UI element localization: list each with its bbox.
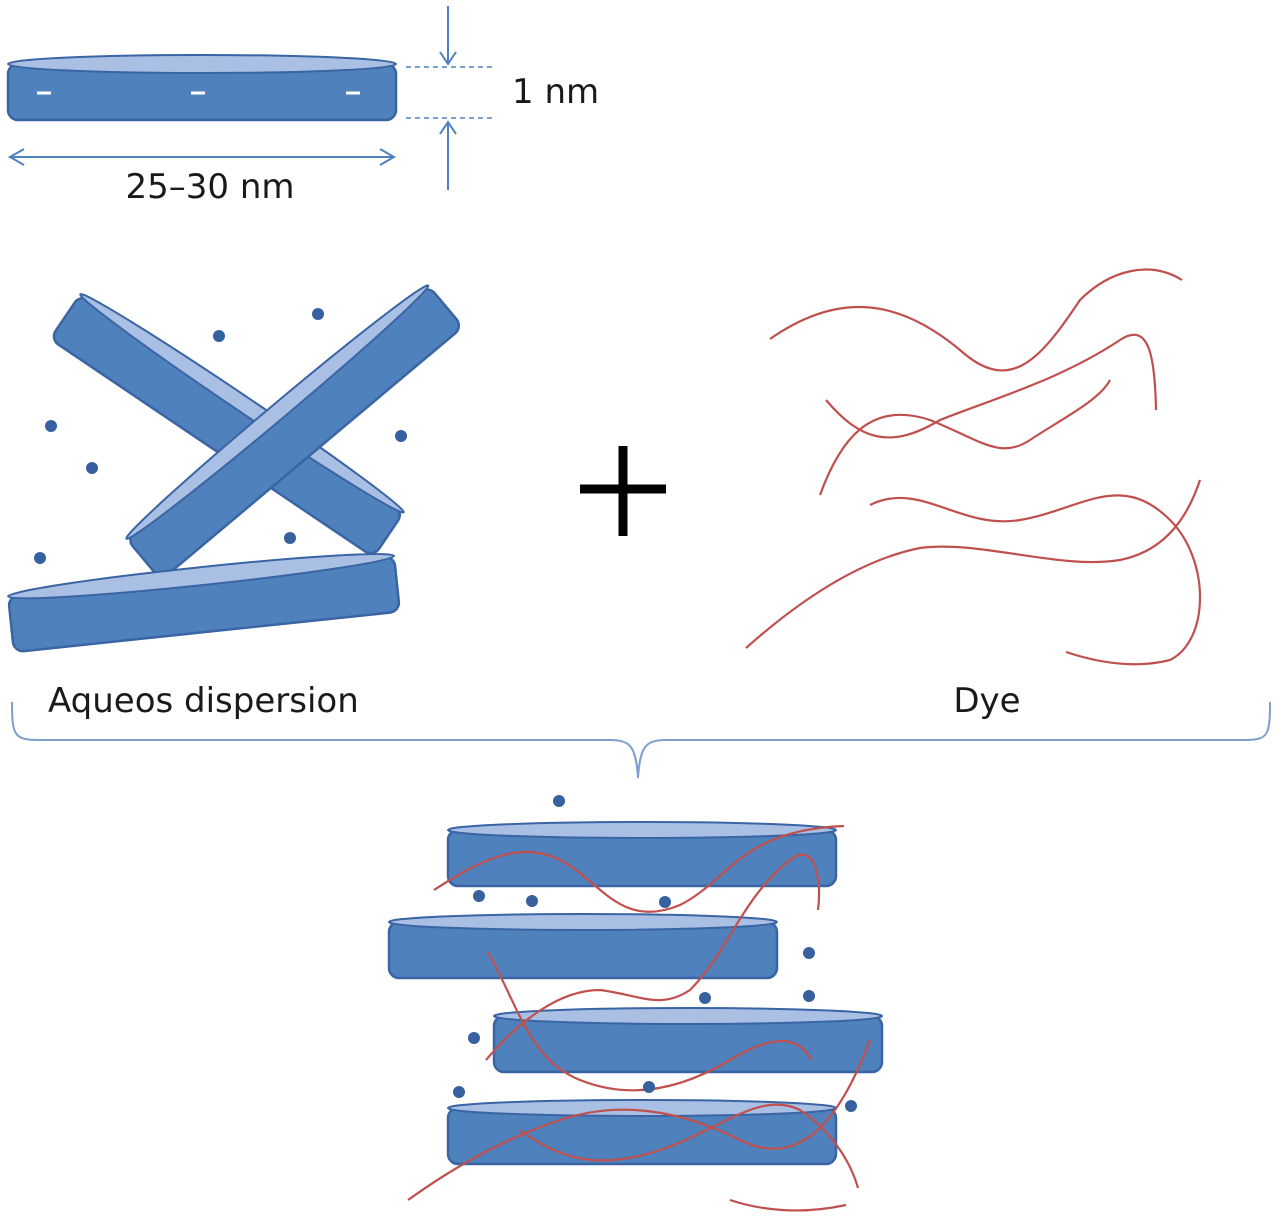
platelet-tilted-left [125,284,461,578]
thickness-label: 1 nm [512,72,599,112]
dye-chains [745,268,1202,666]
arrow-right-icon [379,148,397,166]
aqueous-dispersion-group [7,284,461,653]
platelet-tilted-right [52,293,405,555]
arrow-down-icon [439,51,457,66]
width-dimension: 25–30 nm [7,148,397,207]
stack-dye-chains [407,824,872,1212]
arrow-left-icon [7,148,25,166]
plus-icon [580,446,666,536]
intercalated-stack [387,795,884,1212]
aqueous-dispersion-label: Aqueos dispersion [48,681,359,721]
stack-platelet-1 [446,821,838,888]
dye-label: Dye [953,681,1020,721]
width-label: 25–30 nm [125,167,294,207]
stack-ion-dots [453,795,857,1112]
ion-dots [34,308,407,564]
brace-icon [11,701,1271,779]
thickness-dimension: 1 nm [406,6,599,190]
stack-platelet-4 [446,1099,838,1166]
single-platelet [6,54,398,122]
platelet-bottom [7,552,401,653]
stack-platelet-2 [387,913,779,980]
arrow-up-icon [439,120,457,135]
stack-platelet-3 [492,1007,884,1074]
